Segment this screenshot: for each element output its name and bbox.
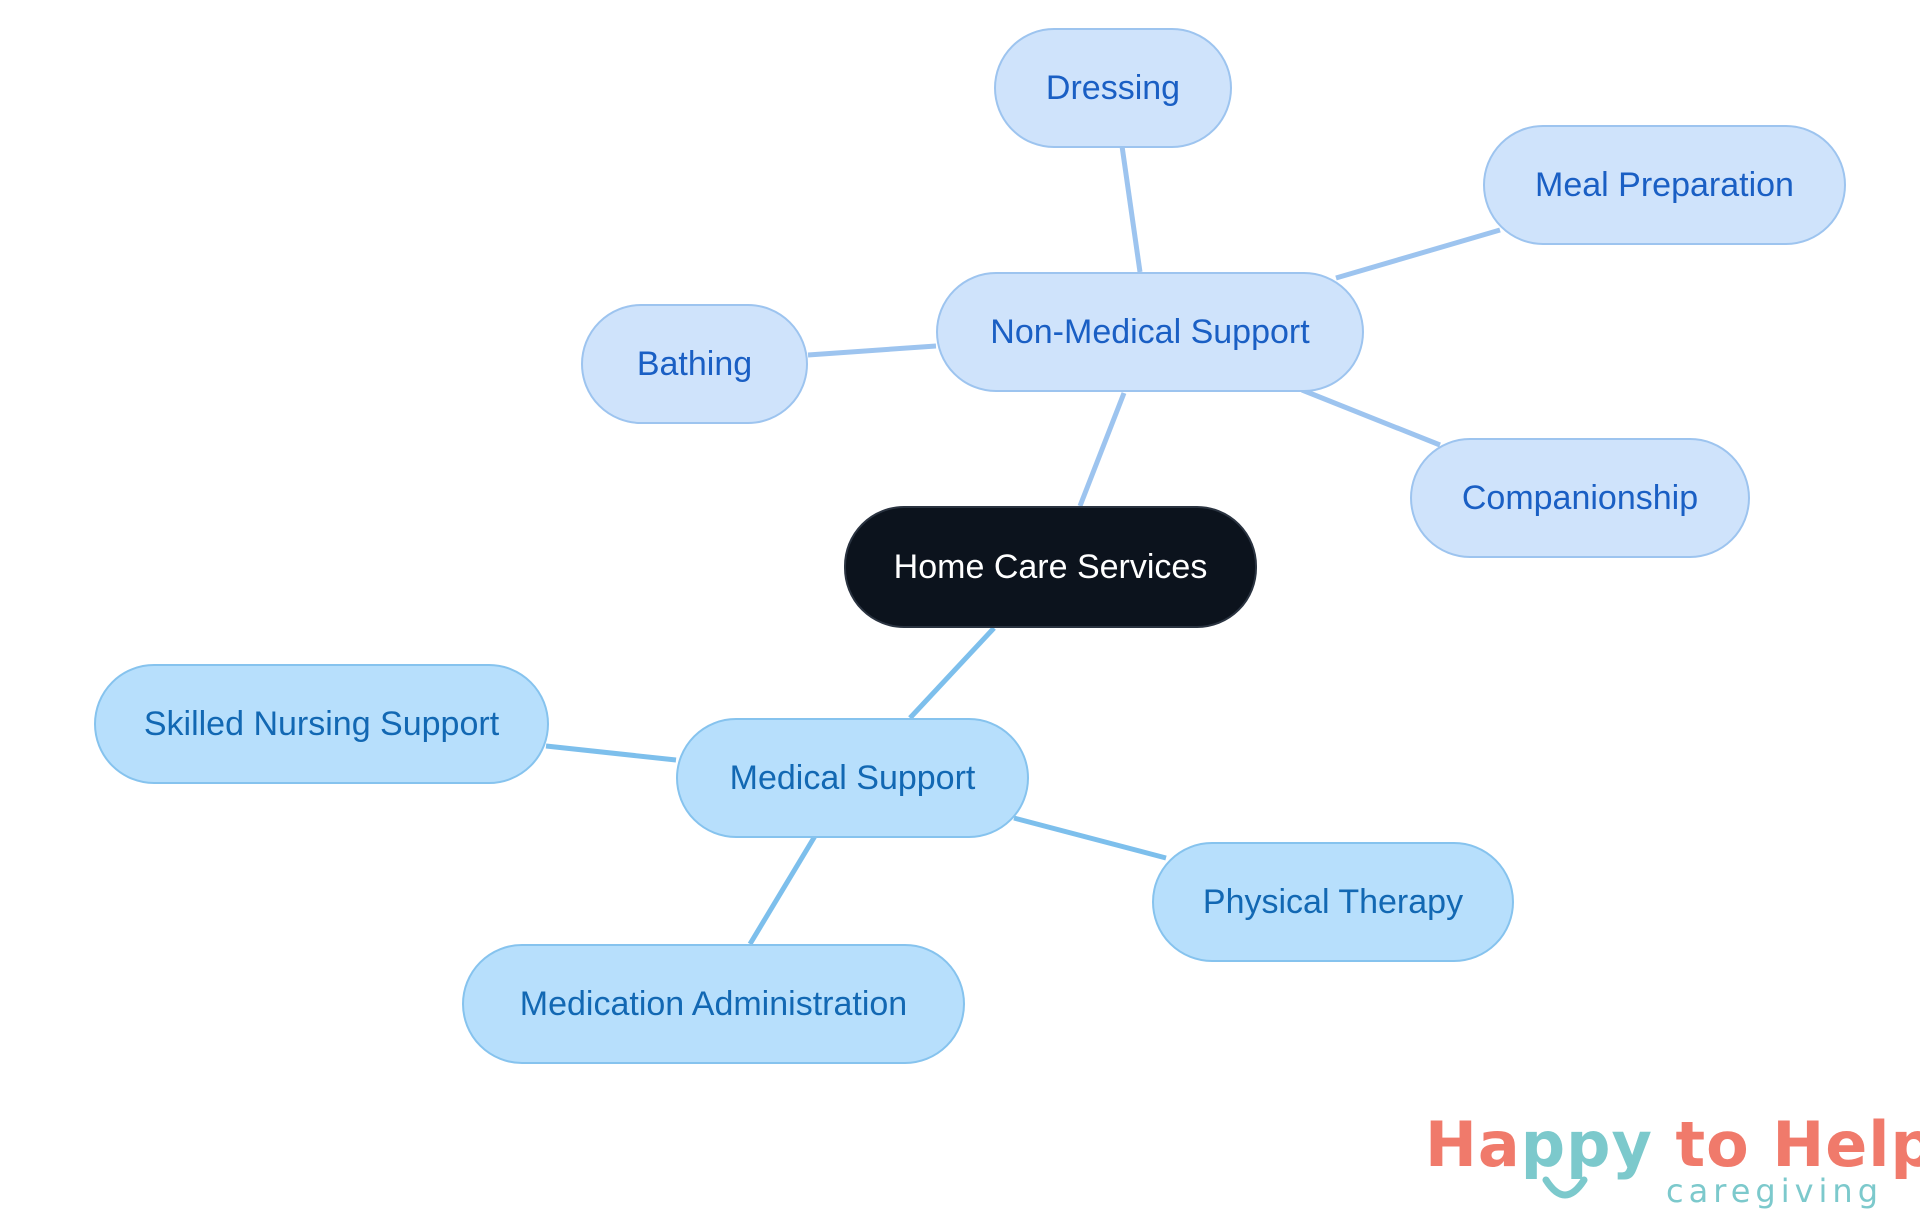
logo-wordmark: Happy to Help <box>1425 1110 1920 1180</box>
node-skilled-nursing-support: Skilled Nursing Support <box>94 664 549 784</box>
edge-root-non-medical <box>1077 392 1127 507</box>
edge-non-medical-companionship <box>1301 387 1441 448</box>
logo-part-2: ppy <box>1520 1108 1653 1181</box>
node-label: Physical Therapy <box>1202 882 1464 921</box>
node-medical-support: Medical Support <box>676 718 1029 838</box>
edge-root-medical <box>908 626 996 720</box>
node-meal-preparation: Meal Preparation <box>1483 125 1846 245</box>
node-dressing: Dressing <box>994 28 1232 148</box>
happy-to-help-logo: Happy to Help caregiving <box>1425 1110 1920 1211</box>
logo-subtitle: caregiving <box>1666 1172 1883 1210</box>
node-label: Medication Administration <box>519 984 908 1023</box>
node-medication-administration: Medication Administration <box>462 944 965 1064</box>
edge-medical-physical-therapy <box>1013 815 1167 861</box>
node-bathing: Bathing <box>581 304 808 424</box>
node-label: Medical Support <box>729 758 976 797</box>
logo-part-1: Ha <box>1425 1108 1521 1181</box>
node-companionship: Companionship <box>1410 438 1750 558</box>
edge-medical-medication-administration <box>747 834 818 946</box>
node-non-medical-support: Non-Medical Support <box>936 272 1364 392</box>
edge-non-medical-dressing <box>1119 145 1143 273</box>
edge-non-medical-bathing <box>807 343 937 358</box>
node-label: Meal Preparation <box>1535 165 1794 204</box>
node-label: Home Care Services <box>893 547 1208 586</box>
node-label: Bathing <box>636 344 753 383</box>
node-label: Non-Medical Support <box>990 312 1310 351</box>
node-label: Skilled Nursing Support <box>143 704 500 743</box>
logo-part-3: to Help <box>1652 1108 1920 1181</box>
node-label: Companionship <box>1461 478 1699 517</box>
edge-non-medical-meal-preparation <box>1335 227 1501 281</box>
node-home-care-services: Home Care Services <box>844 506 1257 628</box>
smile-icon <box>1542 1176 1588 1199</box>
node-physical-therapy: Physical Therapy <box>1152 842 1514 962</box>
node-label: Dressing <box>1045 68 1181 107</box>
edge-medical-skilled-nursing <box>545 743 677 763</box>
